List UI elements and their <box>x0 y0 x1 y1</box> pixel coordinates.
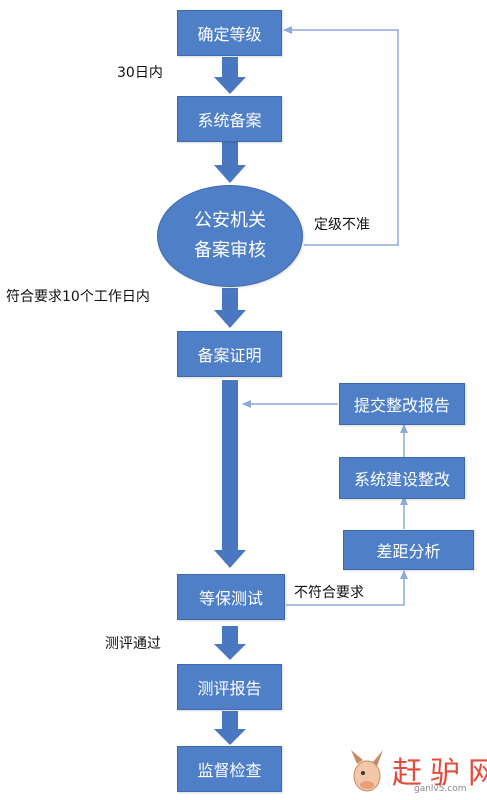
donkey-logo-icon <box>351 750 383 792</box>
thick-arrow-3 <box>214 288 246 328</box>
assessment-report-text: 测评报告 <box>197 679 262 698</box>
thick-arrow-6 <box>214 711 246 745</box>
not-compliant-label: 不符合要求 <box>294 585 364 601</box>
rejected-feedback-line <box>283 26 399 246</box>
confirm-level-node[interactable]: 确定等级 <box>177 10 282 56</box>
police-review-text-2: 备案审核 <box>194 240 266 261</box>
police-review-text-1: 公安机关 <box>194 210 266 231</box>
submit-report-text: 提交整改报告 <box>353 396 450 415</box>
gap-analysis-node[interactable]: 差距分析 <box>343 530 474 570</box>
confirm-level-text: 确定等级 <box>197 25 262 44</box>
supervision-text: 监督检查 <box>197 761 262 780</box>
assessment-node[interactable]: 等保测试 <box>177 574 285 620</box>
supervision-node[interactable]: 监督检查 <box>177 746 282 792</box>
system-rectification-node[interactable]: 系统建设整改 <box>339 457 465 499</box>
assessment-text: 等保测试 <box>198 589 263 608</box>
rejected-label: 定级不准 <box>314 217 370 233</box>
passed-label: 测评通过 <box>105 636 161 652</box>
system-filing-node[interactable]: 系统备案 <box>177 96 282 142</box>
gap-analysis-text: 差距分析 <box>376 542 441 561</box>
police-review-node[interactable]: 公安机关 备案审核 <box>157 185 303 287</box>
system-filing-text: 系统备案 <box>197 111 262 130</box>
thick-arrow-4 <box>214 380 246 568</box>
watermark-text: 赶驴网 <box>392 756 487 791</box>
not-compliant-line <box>286 570 408 606</box>
assessment-report-node[interactable]: 测评报告 <box>177 664 282 710</box>
watermark-url: ganlv5.com <box>414 784 467 794</box>
system-rectification-text: 系统建设整改 <box>353 470 450 489</box>
thick-arrow-1 <box>214 57 246 94</box>
thick-arrow-5 <box>214 626 246 660</box>
within-10-days-label: 符合要求10个工作日内 <box>6 289 150 305</box>
within-30-days-label: 30日内 <box>117 65 163 81</box>
filing-certificate-node[interactable]: 备案证明 <box>177 331 282 377</box>
submit-report-node[interactable]: 提交整改报告 <box>339 383 465 425</box>
filing-certificate-text: 备案证明 <box>197 346 262 365</box>
thick-arrow-2 <box>214 142 246 183</box>
